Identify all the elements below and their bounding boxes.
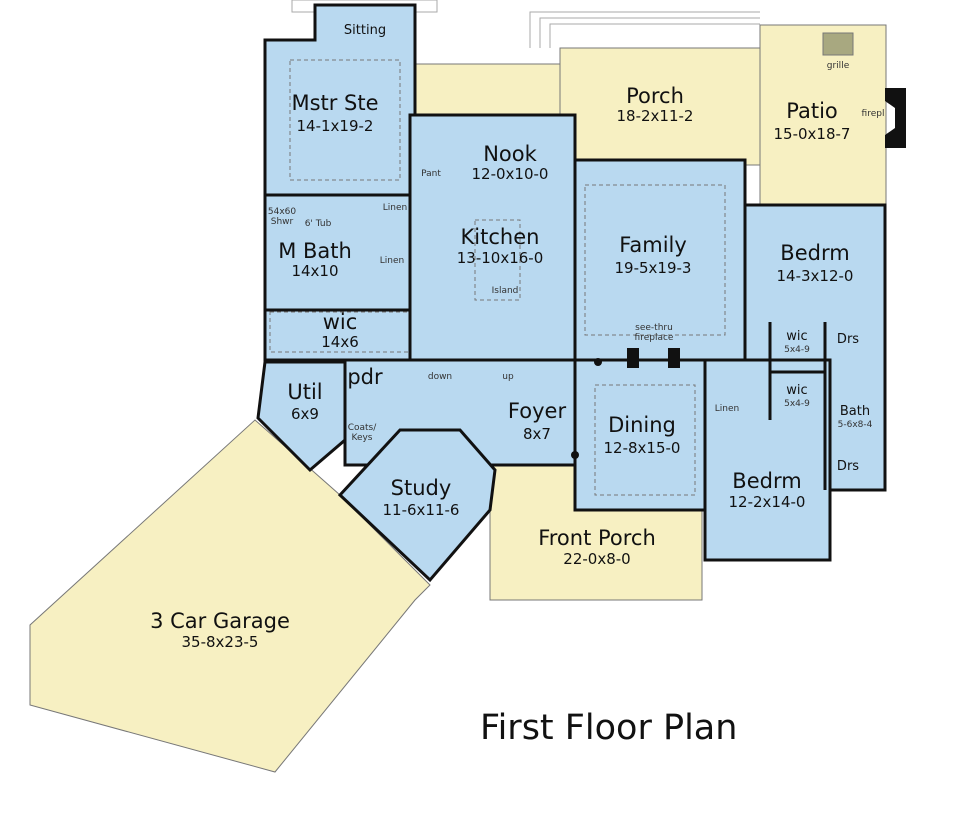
room-front-porch-dims: 22-0x8-0 — [563, 550, 631, 568]
pantry-label: Pant — [421, 169, 441, 179]
plan-title: First Floor Plan — [480, 708, 738, 748]
porch-area — [559, 47, 761, 166]
room-study-dims: 11-6x11-6 — [382, 501, 460, 519]
room-master-suite-dims: 14-1x19-2 — [296, 117, 374, 135]
kitchen-area — [408, 113, 577, 362]
room-master-bath: M Bath — [278, 239, 352, 263]
room-porch: Porch — [626, 84, 684, 108]
room-master-bath-dims: 14x10 — [291, 262, 339, 280]
room-pdr: pdr — [347, 365, 383, 389]
room-patio-dims: 15-0x18-7 — [773, 125, 851, 143]
room-wic-dims: 14x6 — [321, 333, 359, 351]
room-nook-dims: 12-0x10-0 — [471, 165, 549, 183]
tub-label: 6' Tub — [304, 219, 332, 229]
room-kitchen-dims: 13-10x16-0 — [456, 249, 544, 267]
room-bedroom-2: Bedrm — [732, 469, 802, 493]
room-foyer-dims: 8x7 — [523, 425, 551, 443]
room-family: Family — [619, 233, 687, 257]
study-area — [337, 428, 497, 583]
room-front-porch: Front Porch — [538, 526, 656, 550]
room-study: Study — [390, 476, 452, 500]
shower-label: 54x60 Shwr — [267, 207, 297, 227]
porch-strip — [409, 63, 561, 117]
room-bedroom-2-dims: 12-2x14-0 — [728, 493, 806, 511]
firepl-label: firepl — [861, 109, 885, 119]
room-dining-dims: 12-8x15-0 — [603, 439, 681, 457]
room-family-dims: 19-5x19-3 — [614, 259, 692, 277]
room-nook: Nook — [483, 142, 537, 166]
stairs-up-label: up — [502, 372, 514, 382]
room-bedroom-1-dims: 14-3x12-0 — [776, 267, 854, 285]
linen-label-1: Linen — [382, 203, 408, 213]
coats-label: Coats/ Keys — [347, 423, 377, 443]
linen-label-3: Linen — [714, 404, 740, 414]
room-wic: wic — [322, 310, 358, 334]
util-area — [256, 360, 347, 473]
room-wic-3-dims: 5x4-9 — [784, 399, 810, 409]
room-master-suite: Mstr Ste — [291, 91, 379, 115]
stairs-down-label: down — [427, 372, 453, 382]
room-util: Util — [287, 380, 323, 404]
room-kitchen: Kitchen — [460, 225, 540, 249]
room-util-dims: 6x9 — [291, 405, 319, 423]
linen-label-2: Linen — [379, 256, 405, 266]
room-sitting: Sitting — [343, 23, 387, 38]
room-bath-dims: 5-6x8-4 — [837, 420, 873, 430]
family-area — [573, 158, 747, 362]
room-wic-3: wic — [786, 383, 808, 398]
room-bath: Bath — [839, 404, 871, 419]
room-patio: Patio — [786, 99, 838, 123]
bedroom2-area — [703, 358, 832, 562]
drs-label-2: Drs — [836, 459, 860, 474]
island-label: Island — [491, 286, 519, 296]
room-porch-dims: 18-2x11-2 — [616, 107, 694, 125]
room-wic-2-dims: 5x4-9 — [784, 345, 810, 355]
fireplace-label: see-thru fireplace — [634, 323, 674, 343]
room-foyer: Foyer — [507, 399, 567, 423]
master-bath-area — [263, 193, 412, 362]
grille-icon — [822, 32, 854, 56]
room-garage: 3 Car Garage — [150, 609, 290, 633]
room-bedroom-1: Bedrm — [780, 241, 850, 265]
room-wic-2: wic — [786, 329, 808, 344]
drs-label-1: Drs — [836, 332, 860, 347]
patio-fireplace-icon — [885, 88, 906, 148]
room-garage-dims: 35-8x23-5 — [181, 633, 259, 651]
grille-label: grille — [826, 61, 850, 71]
room-dining: Dining — [608, 413, 676, 437]
